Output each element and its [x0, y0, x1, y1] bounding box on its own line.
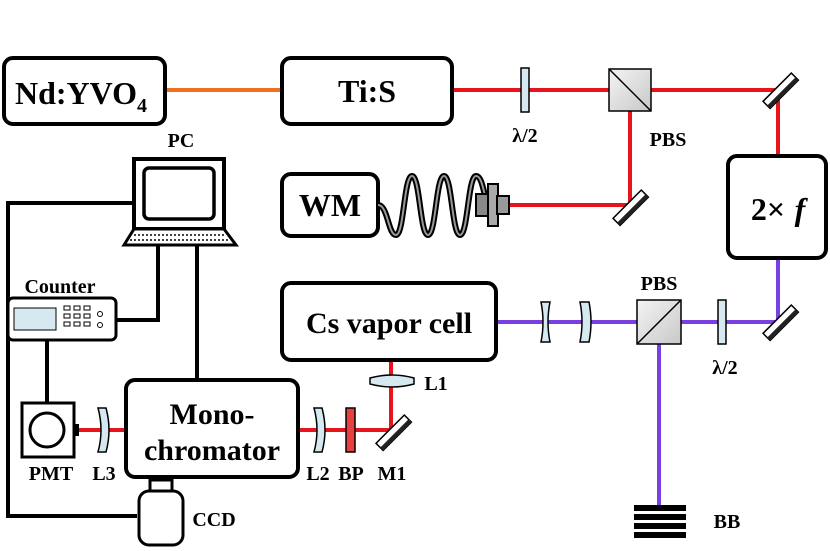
beam-block-icon	[634, 505, 686, 538]
mirror-m1-icon	[374, 413, 413, 452]
pmt-icon	[20, 401, 79, 459]
ccd-icon	[137, 478, 185, 547]
vapor-cell-label: Cs vapor cell	[306, 307, 472, 340]
mirror-top-right	[761, 71, 800, 110]
mirror-m1-label: M1	[378, 463, 407, 485]
cable-pc-ccd	[6, 201, 137, 518]
ccd-label: CCD	[192, 509, 235, 531]
counter-icon	[6, 296, 118, 342]
fiber-coil-icon	[376, 172, 510, 239]
wavemeter-box: WM	[280, 172, 380, 238]
doubler-label: 2×	[751, 191, 785, 227]
pump-laser-box: Nd:YVO 4	[2, 56, 167, 126]
mirror-wavemeter-path	[611, 188, 650, 227]
cell-lens-pair	[540, 301, 592, 343]
computer-icon	[121, 157, 239, 247]
pump-laser-subscript: 4	[137, 95, 147, 117]
pc-label: PC	[168, 130, 195, 152]
frequency-doubler-box: 2× f	[726, 154, 828, 260]
pbs-top-icon	[608, 68, 652, 112]
pbs-bottom-label: PBS	[641, 273, 678, 295]
half-wave-bottom-label: λ/2	[712, 357, 737, 379]
half-wave-top-label: λ/2	[512, 125, 537, 147]
half-wave-plate-top	[520, 67, 530, 113]
ti-sapphire-box: Ti:S	[280, 56, 454, 126]
monochromator-box: Mono- chromator	[124, 378, 300, 479]
pbs-bottom-icon	[636, 299, 682, 345]
ti-sapphire-label: Ti:S	[338, 73, 396, 109]
lens-l1-icon	[369, 374, 415, 388]
lens-l3-label: L3	[92, 463, 115, 485]
lens-l2-icon	[313, 407, 326, 453]
bandpass-filter-icon	[345, 407, 356, 453]
mono-label-line1: Mono-	[170, 398, 255, 431]
vapor-cell-box: Cs vapor cell	[280, 281, 498, 362]
pbs-top-label: PBS	[650, 129, 687, 151]
doubler-f-label: f	[795, 191, 809, 227]
mirror-violet	[761, 303, 800, 342]
lens-l3-icon	[97, 407, 110, 453]
mono-label-line2: chromator	[144, 434, 280, 467]
half-wave-plate-bottom	[717, 299, 727, 345]
lens-l1-label: L1	[424, 373, 447, 395]
counter-label: Counter	[24, 276, 95, 298]
filter-bp-label: BP	[338, 463, 364, 485]
lens-l2-label: L2	[306, 463, 329, 485]
fluorescence-beam	[298, 360, 393, 432]
cable-pc-counter	[116, 245, 160, 322]
beam-block-label: BB	[714, 511, 741, 533]
wavemeter-label: WM	[299, 187, 361, 223]
pmt-label: PMT	[29, 463, 74, 485]
pump-laser-label: Nd:YVO	[15, 75, 137, 111]
